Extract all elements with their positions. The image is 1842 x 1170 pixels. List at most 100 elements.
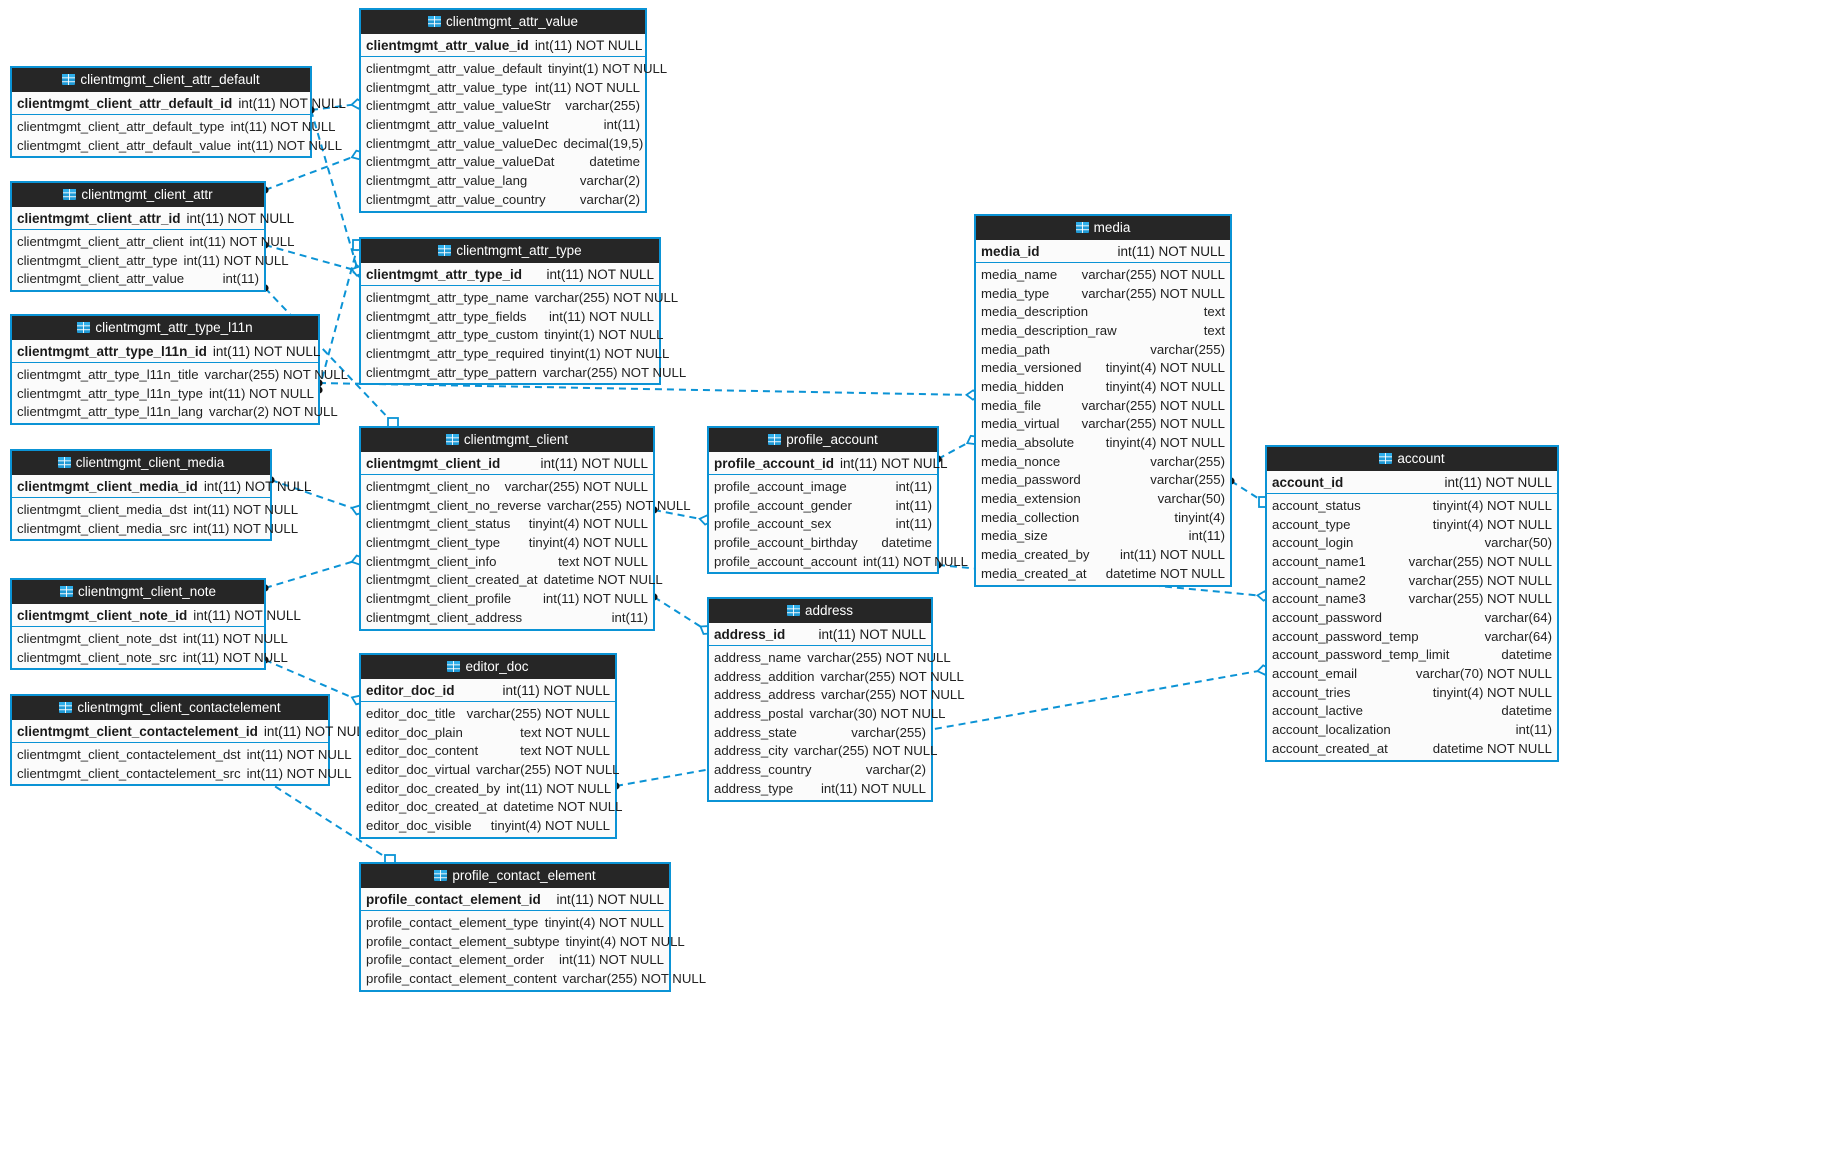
er-column-row[interactable]: editor_doc_titlevarchar(255) NOT NULL <box>361 704 615 723</box>
er-column-row[interactable]: clientmgmt_client_infotext NOT NULL <box>361 551 653 571</box>
er-column-row[interactable]: editor_doc_created_byint(11) NOT NULL <box>361 778 615 798</box>
er-column-row[interactable]: address_additionvarchar(255) NOT NULL <box>709 666 964 686</box>
er-primary-key-row[interactable]: account_idint(11) NOT NULL <box>1267 471 1557 494</box>
er-column-row[interactable]: clientmgmt_client_created_atdatetime NOT… <box>361 570 663 590</box>
er-column-row[interactable]: editor_doc_visibletinyint(4) NOT NULL <box>361 816 615 835</box>
er-column-row[interactable]: clientmgmt_attr_type_l11n_titlevarchar(2… <box>12 365 348 384</box>
er-column-row[interactable]: media_versionedtinyint(4) NOT NULL <box>976 358 1230 378</box>
er-column-row[interactable]: address_statevarchar(255) <box>709 722 931 742</box>
er-primary-key-row[interactable]: media_idint(11) NOT NULL <box>976 240 1230 263</box>
er-column-row[interactable]: clientmgmt_client_note_dstint(11) NOT NU… <box>12 629 288 648</box>
er-table-clientmgmt_client_note[interactable]: clientmgmt_client_noteclientmgmt_client_… <box>10 578 301 671</box>
er-primary-key-row[interactable]: clientmgmt_client_attr_idint(11) NOT NUL… <box>12 207 294 230</box>
er-column-row[interactable]: account_passwordvarchar(64) <box>1267 608 1557 627</box>
er-column-row[interactable]: media_virtualvarchar(255) NOT NULL <box>976 414 1230 434</box>
er-column-row[interactable]: clientmgmt_attr_value_valueDatdatetime <box>361 152 645 172</box>
er-column-row[interactable]: media_hiddentinyint(4) NOT NULL <box>976 377 1230 396</box>
er-table-clientmgmt_attr_value[interactable]: clientmgmt_attr_valueclientmgmt_attr_val… <box>359 8 667 213</box>
er-column-row[interactable]: clientmgmt_client_contactelement_dstint(… <box>12 745 352 764</box>
er-column-row[interactable]: account_created_atdatetime NOT NULL <box>1267 738 1557 758</box>
er-column-row[interactable]: clientmgmt_client_contactelement_srcint(… <box>12 763 352 783</box>
er-column-row[interactable]: account_triestinyint(4) NOT NULL <box>1267 682 1557 702</box>
er-column-row[interactable]: media_sizeint(11) <box>976 526 1230 546</box>
er-column-row[interactable]: clientmgmt_attr_type_l11n_langvarchar(2)… <box>12 402 338 422</box>
er-column-row[interactable]: clientmgmt_client_attr_default_typeint(1… <box>12 117 336 136</box>
er-column-row[interactable]: clientmgmt_client_media_srcint(11) NOT N… <box>12 518 298 538</box>
er-primary-key-row[interactable]: clientmgmt_attr_value_idint(11) NOT NULL <box>361 34 645 57</box>
er-column-row[interactable]: clientmgmt_client_no_reversevarchar(255)… <box>361 495 691 515</box>
er-column-row[interactable]: account_statustinyint(4) NOT NULL <box>1267 496 1557 515</box>
er-column-row[interactable]: account_name2varchar(255) NOT NULL <box>1267 570 1557 590</box>
er-primary-key-row[interactable]: profile_account_idint(11) NOT NULL <box>709 452 948 475</box>
er-column-row[interactable]: account_loginvarchar(50) <box>1267 533 1557 553</box>
er-column-row[interactable]: account_password_temp_limitdatetime <box>1267 645 1557 665</box>
er-column-row[interactable]: media_created_atdatetime NOT NULL <box>976 564 1230 583</box>
er-primary-key-row[interactable]: clientmgmt_client_idint(11) NOT NULL <box>361 452 653 475</box>
er-table-clientmgmt_client_attr_default[interactable]: clientmgmt_client_attr_defaultclientmgmt… <box>10 66 346 159</box>
er-table-editor_doc[interactable]: editor_doceditor_doc_idint(11) NOT NULLe… <box>359 653 622 839</box>
er-column-row[interactable]: clientmgmt_attr_type_requiredtinyint(1) … <box>361 344 669 363</box>
er-column-row[interactable]: address_postalvarchar(30) NOT NULL <box>709 704 946 723</box>
er-column-row[interactable]: clientmgmt_client_statustinyint(4) NOT N… <box>361 514 653 534</box>
er-column-row[interactable]: account_name3varchar(255) NOT NULL <box>1267 589 1557 609</box>
er-column-row[interactable]: media_typevarchar(255) NOT NULL <box>976 283 1230 303</box>
er-column-row[interactable]: clientmgmt_client_typetinyint(4) NOT NUL… <box>361 533 653 552</box>
er-column-row[interactable]: media_extensionvarchar(50) <box>976 489 1230 508</box>
er-column-row[interactable]: clientmgmt_client_note_srcint(11) NOT NU… <box>12 647 288 667</box>
er-column-row[interactable]: clientmgmt_attr_value_countryvarchar(2) <box>361 189 645 209</box>
er-column-row[interactable]: media_pathvarchar(255) <box>976 339 1230 359</box>
er-column-row[interactable]: account_typetinyint(4) NOT NULL <box>1267 514 1557 534</box>
er-table-clientmgmt_client_media[interactable]: clientmgmt_client_mediaclientmgmt_client… <box>10 449 311 542</box>
er-column-row[interactable]: media_filevarchar(255) NOT NULL <box>976 395 1230 415</box>
er-column-row[interactable]: account_emailvarchar(70) NOT NULL <box>1267 664 1557 683</box>
er-table-clientmgmt_attr_type_l11n[interactable]: clientmgmt_attr_type_l11nclientmgmt_attr… <box>10 314 348 426</box>
er-column-row[interactable]: clientmgmt_client_addressint(11) <box>361 607 653 627</box>
er-table-clientmgmt_client_attr[interactable]: clientmgmt_client_attrclientmgmt_client_… <box>10 181 294 293</box>
er-column-row[interactable]: editor_doc_virtualvarchar(255) NOT NULL <box>361 760 620 779</box>
er-column-row[interactable]: clientmgmt_attr_value_valueIntint(11) <box>361 115 645 134</box>
er-table-clientmgmt_client[interactable]: clientmgmt_clientclientmgmt_client_idint… <box>359 426 691 631</box>
er-primary-key-row[interactable]: clientmgmt_attr_type_idint(11) NOT NULL <box>361 263 659 286</box>
er-table-profile_contact_element[interactable]: profile_contact_elementprofile_contact_e… <box>359 862 706 992</box>
er-column-row[interactable]: media_description_rawtext <box>976 321 1230 340</box>
er-column-row[interactable]: profile_contact_element_subtypetinyint(4… <box>361 931 685 951</box>
er-column-row[interactable]: profile_account_imageint(11) <box>709 477 937 496</box>
er-table-address[interactable]: addressaddress_idint(11) NOT NULLaddress… <box>707 597 965 802</box>
er-primary-key-row[interactable]: clientmgmt_client_media_idint(11) NOT NU… <box>12 475 311 498</box>
er-column-row[interactable]: profile_account_genderint(11) <box>709 495 937 515</box>
er-column-row[interactable]: clientmgmt_client_media_dstint(11) NOT N… <box>12 500 298 519</box>
er-column-row[interactable]: address_addressvarchar(255) NOT NULL <box>709 685 965 705</box>
er-column-row[interactable]: address_countryvarchar(2) <box>709 760 931 779</box>
er-column-row[interactable]: clientmgmt_client_novarchar(255) NOT NUL… <box>361 477 653 496</box>
er-column-row[interactable]: clientmgmt_attr_value_typeint(11) NOT NU… <box>361 77 645 97</box>
er-column-row[interactable]: media_noncevarchar(255) <box>976 451 1230 471</box>
er-table-clientmgmt_client_contactelement[interactable]: clientmgmt_client_contactelementclientmg… <box>10 694 371 787</box>
er-column-row[interactable]: account_name1varchar(255) NOT NULL <box>1267 552 1557 571</box>
er-column-row[interactable]: profile_account_sexint(11) <box>709 514 937 534</box>
er-column-row[interactable]: address_typeint(11) NOT NULL <box>709 778 931 798</box>
er-table-media[interactable]: mediamedia_idint(11) NOT NULLmedia_namev… <box>974 214 1232 587</box>
er-column-row[interactable]: profile_account_birthdaydatetime <box>709 533 937 552</box>
er-column-row[interactable]: clientmgmt_attr_value_langvarchar(2) <box>361 171 645 190</box>
er-column-row[interactable]: media_namevarchar(255) NOT NULL <box>976 265 1230 284</box>
er-table-clientmgmt_attr_type[interactable]: clientmgmt_attr_typeclientmgmt_attr_type… <box>359 237 686 386</box>
er-table-profile_account[interactable]: profile_accountprofile_account_idint(11)… <box>707 426 968 575</box>
er-column-row[interactable]: clientmgmt_attr_value_valueStrvarchar(25… <box>361 96 645 116</box>
er-column-row[interactable]: clientmgmt_attr_value_defaulttinyint(1) … <box>361 59 667 78</box>
er-column-row[interactable]: media_descriptiontext <box>976 302 1230 322</box>
er-column-row[interactable]: clientmgmt_client_attr_default_valueint(… <box>12 135 342 155</box>
er-column-row[interactable]: media_created_byint(11) NOT NULL <box>976 545 1230 564</box>
er-table-account[interactable]: accountaccount_idint(11) NOT NULLaccount… <box>1265 445 1559 762</box>
er-column-row[interactable]: editor_doc_plaintext NOT NULL <box>361 722 615 742</box>
er-column-row[interactable]: clientmgmt_client_attr_valueint(11) <box>12 269 264 289</box>
er-column-row[interactable]: clientmgmt_attr_type_fieldsint(11) NOT N… <box>361 306 659 326</box>
er-column-row[interactable]: account_password_tempvarchar(64) <box>1267 626 1557 646</box>
er-primary-key-row[interactable]: clientmgmt_client_attr_default_idint(11)… <box>12 92 346 115</box>
er-column-row[interactable]: clientmgmt_attr_type_patternvarchar(255)… <box>361 362 686 382</box>
er-column-row[interactable]: editor_doc_created_atdatetime NOT NULL <box>361 797 622 817</box>
er-column-row[interactable]: address_cityvarchar(255) NOT NULL <box>709 741 937 761</box>
er-column-row[interactable]: profile_contact_element_contentvarchar(2… <box>361 969 706 988</box>
er-primary-key-row[interactable]: clientmgmt_attr_type_l11n_idint(11) NOT … <box>12 340 320 363</box>
er-column-row[interactable]: profile_contact_element_orderint(11) NOT… <box>361 950 669 970</box>
er-primary-key-row[interactable]: clientmgmt_client_contactelement_idint(1… <box>12 720 371 743</box>
